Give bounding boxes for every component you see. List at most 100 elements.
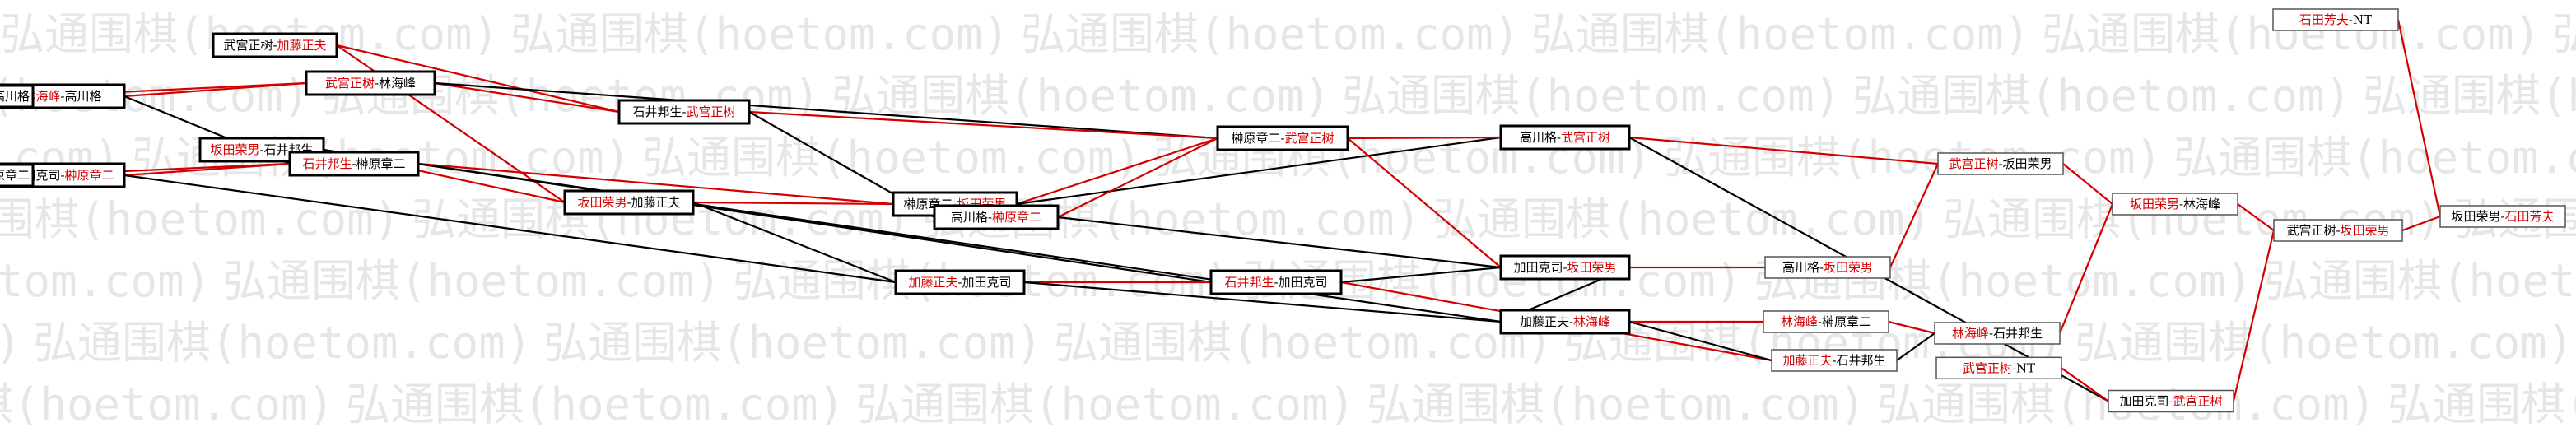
match-node-n12[interactable]: 榊原章二-武宫正树 xyxy=(1216,125,1349,151)
player-a-name: 高川格 xyxy=(1520,130,1557,145)
match-node-n18[interactable]: 高川格-坂田荣男 xyxy=(1764,256,1891,279)
bracket-edge-n9-n14 xyxy=(1016,136,1502,206)
separator: - xyxy=(2168,394,2173,409)
match-node-n16[interactable]: 加藤正夫-林海峰 xyxy=(1499,309,1631,335)
stub-label: …林海峰-高川格 xyxy=(0,89,30,104)
player-b-name: 榊原章二 xyxy=(65,168,114,183)
separator: - xyxy=(953,197,957,211)
player-b-name: 坂田荣男 xyxy=(1567,260,1617,275)
bracket-nodes: 武宫正树-加藤正夫林海峰-高川格武宫正树-林海峰坂田荣男-石井邦生加田克司-榊原… xyxy=(0,8,2566,413)
watermark-text: 弘通围棋(hoetom.com) xyxy=(346,379,845,430)
match-node-n7[interactable]: 坂田荣男-加藤正夫 xyxy=(563,189,695,216)
match-node-n22[interactable]: 武宫正树-NT xyxy=(1935,356,2062,380)
player-a-name: 榊原章二 xyxy=(1231,131,1280,146)
match-node-n19[interactable]: 林海峰-榊原章二 xyxy=(1763,310,1889,333)
watermark-text: 弘通围棋(hoetom.com) xyxy=(1054,317,1553,369)
match-box xyxy=(1937,152,2064,175)
player-b-name: 林海峰 xyxy=(2183,197,2220,211)
match-node-stub-s1[interactable]: 加田克司-榊原章二 xyxy=(0,163,35,188)
match-label: 林海峰-石井邦生 xyxy=(1952,326,2043,341)
player-a-name: 坂田荣男 xyxy=(2130,197,2179,211)
match-box xyxy=(2108,389,2234,413)
match-node-n15[interactable]: 加田克司-坂田荣男 xyxy=(1499,254,1631,281)
match-node-n17[interactable]: 武宫正树-坂田荣男 xyxy=(1937,152,2064,175)
match-node-n25[interactable]: 石田芳夫-NT xyxy=(2272,8,2399,31)
bracket-edge-n5-n11 xyxy=(123,174,897,284)
match-box xyxy=(0,163,35,188)
watermark-text: 弘通围棋(hoetom.com) xyxy=(2075,317,2574,369)
match-node-n10[interactable]: 高川格-榊原章二 xyxy=(933,204,1060,230)
match-label: 武宫正树-加藤正夫 xyxy=(223,38,326,53)
match-node-n11[interactable]: 加藤正夫-加田克司 xyxy=(894,269,1026,295)
match-node-n26[interactable]: 武宫正树-坂田荣男 xyxy=(2273,219,2403,242)
bracket-edge-n26-n27 xyxy=(2401,215,2441,232)
bracket-edge-n12-n14 xyxy=(1347,136,1502,140)
bracket-edge-n23-n26 xyxy=(2237,203,2275,231)
match-label: 石井邦生-加田克司 xyxy=(1224,275,1327,290)
player-b-name: 加藤正夫 xyxy=(631,195,681,210)
watermark-text: 弘通围棋(hoetom.com) xyxy=(2387,379,2576,430)
player-b-name: NT xyxy=(2016,360,2035,375)
separator: - xyxy=(2179,197,2183,211)
separator: - xyxy=(60,89,64,104)
player-a-name: 石井邦生 xyxy=(632,105,682,119)
watermark-text: 弘通围棋(hoetom.com) xyxy=(2173,132,2576,183)
separator: - xyxy=(2336,223,2340,238)
match-node-n1[interactable]: 武宫正树-加藤正夫 xyxy=(212,32,338,58)
separator: - xyxy=(1832,353,1836,368)
bracket-edge-n18-n17 xyxy=(1889,163,1939,268)
match-box xyxy=(894,269,1026,295)
player-b-name: 加田克司 xyxy=(1279,275,1328,290)
match-box xyxy=(1934,322,2061,345)
player-a-name: 林海峰 xyxy=(1952,326,1989,341)
match-label: 武宫正树-NT xyxy=(1963,360,2035,375)
match-node-n13[interactable]: 石井邦生-加田克司 xyxy=(1209,269,1343,295)
player-b-name: 石井邦生 xyxy=(1993,326,2043,341)
match-label: 坂田荣男-加藤正夫 xyxy=(577,195,680,210)
player-b-name: 石田芳夫 xyxy=(2505,209,2555,224)
match-node-n20[interactable]: 加藤正夫-石井邦生 xyxy=(1771,349,1898,372)
match-node-n6[interactable]: 石井邦生-榊原章二 xyxy=(288,151,420,177)
match-node-n21[interactable]: 林海峰-石井邦生 xyxy=(1934,322,2061,345)
match-box xyxy=(1771,349,1898,372)
match-box xyxy=(1499,309,1631,335)
separator: - xyxy=(2500,209,2504,224)
separator: - xyxy=(682,105,686,119)
match-node-n24[interactable]: 加田克司-武宫正树 xyxy=(2108,389,2234,413)
player-a-name: 石井邦生 xyxy=(1224,275,1274,290)
match-box xyxy=(305,70,436,96)
match-node-stub-s2[interactable]: …林海峰-高川格 xyxy=(0,84,35,109)
bracket-edge-n13-n15 xyxy=(1340,266,1502,284)
match-node-n27[interactable]: 坂田荣男-石田芳夫 xyxy=(2439,205,2566,228)
match-box xyxy=(563,189,695,216)
separator: - xyxy=(352,156,356,171)
watermark-text: 弘通围棋(hoetom.com) xyxy=(1021,8,1520,60)
match-node-n14[interactable]: 高川格-武宫正树 xyxy=(1499,124,1631,151)
player-a-name: 坂田荣男 xyxy=(2451,209,2500,224)
bracket-edge-n12-n15 xyxy=(1347,137,1502,268)
bracket-edge-n25-n27 xyxy=(2397,19,2442,217)
bracket-edge-n22-n24 xyxy=(2061,367,2109,402)
bracket-edge-n7-n11 xyxy=(692,201,897,284)
bracket-edge-n24-n26 xyxy=(2232,230,2276,402)
match-label: 高川格-武宫正树 xyxy=(1520,130,1610,145)
match-node-n3[interactable]: 武宫正树-林海峰 xyxy=(305,70,436,96)
match-label: 石井邦生-榊原章二 xyxy=(302,156,405,171)
watermark-text: 弘通围棋(hoetom.com) xyxy=(2363,70,2576,122)
watermark-text: 弘通围棋(hoetom.com) xyxy=(510,8,1009,60)
bracket-edge-n19-n21 xyxy=(1888,320,1935,335)
separator: - xyxy=(1819,260,1824,275)
separator: - xyxy=(988,210,992,225)
match-box xyxy=(1935,356,2062,380)
player-a-name: 加田克司 xyxy=(1513,260,1563,275)
separator: - xyxy=(957,275,962,290)
match-box xyxy=(2112,193,2238,216)
player-b-name: 榊原章二 xyxy=(992,210,1041,225)
separator: - xyxy=(1569,314,1573,329)
match-node-n23[interactable]: 坂田荣男-林海峰 xyxy=(2112,193,2238,216)
match-node-n8[interactable]: 石井邦生-武宫正树 xyxy=(617,99,751,125)
match-label: 高川格-榊原章二 xyxy=(951,210,1041,225)
separator: - xyxy=(60,168,64,183)
bracket-edges xyxy=(32,19,2442,402)
watermark-text: 弘通围棋(hoetom.com) xyxy=(2264,255,2576,307)
